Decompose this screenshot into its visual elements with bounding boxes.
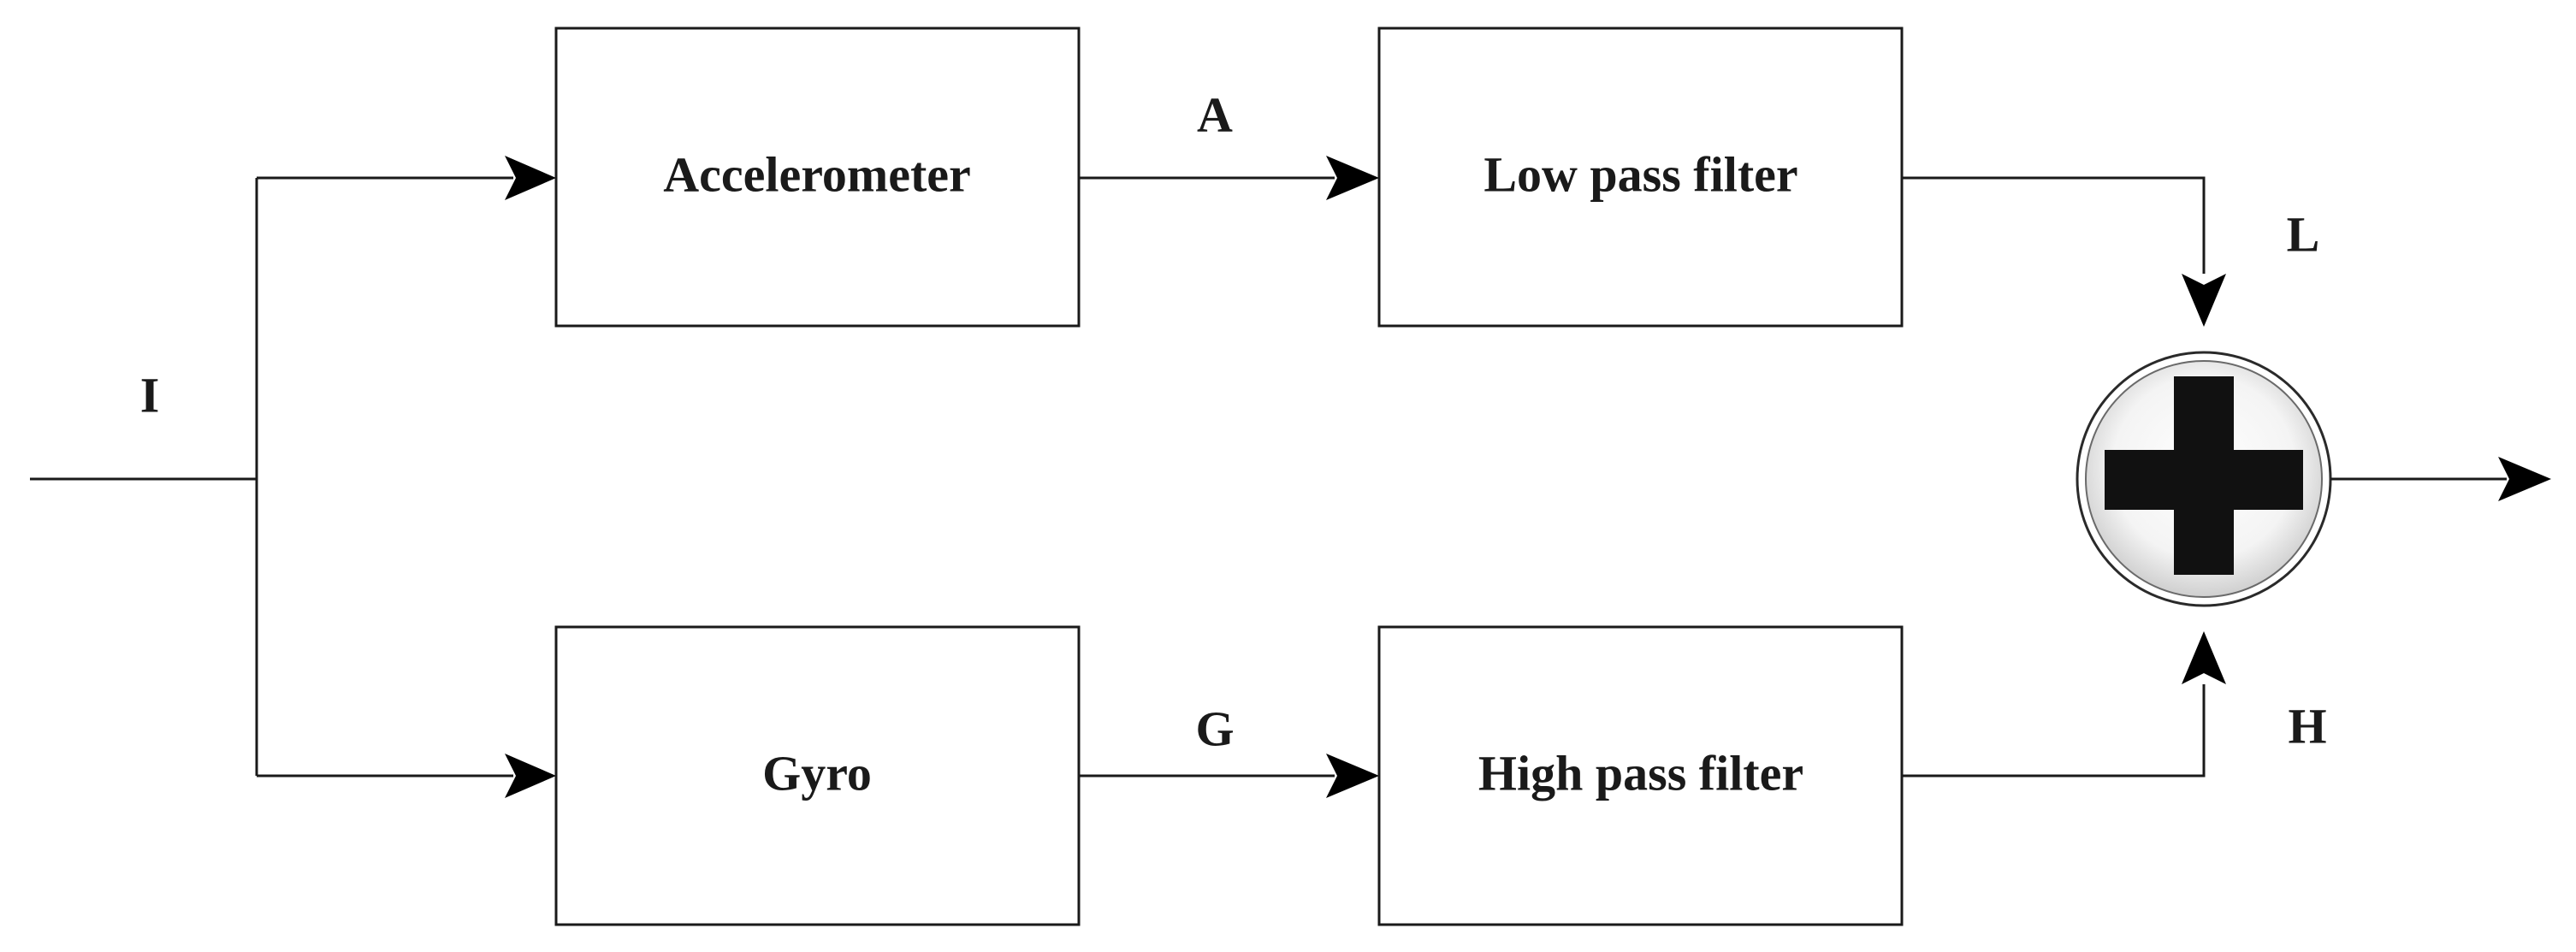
low-pass-filter-label: Low pass filter: [1483, 146, 1797, 202]
arrow-output: [2498, 457, 2551, 501]
accelerometer-label: Accelerometer: [663, 146, 971, 202]
signal-label-input: I: [140, 367, 160, 423]
signal-label-g: G: [1195, 701, 1234, 756]
highpass-to-sum-line: [1902, 684, 2206, 778]
signal-label-a: A: [1197, 86, 1233, 142]
plus-icon: [2105, 376, 2303, 575]
arrow-into-sum-top: [2182, 274, 2226, 327]
high-pass-filter-block: [1377, 625, 1904, 926]
signal-label-h: H: [2288, 698, 2326, 754]
arrow-to-gyro: [505, 754, 556, 798]
arrow-to-low-pass-filter: [1326, 156, 1379, 200]
accelerometer-block: [554, 27, 1081, 328]
low-pass-filter-block: [1377, 27, 1904, 328]
lowpass-to-sum-line: [1902, 176, 2206, 274]
high-pass-filter-label: High pass filter: [1478, 745, 1803, 801]
gyro-label: Gyro: [762, 745, 872, 801]
signal-label-l: L: [2287, 206, 2320, 262]
arrow-into-sum-bottom: [2182, 631, 2226, 684]
arrow-to-accelerometer: [505, 156, 556, 200]
summing-junction: [2076, 351, 2332, 607]
arrow-to-high-pass-filter: [1326, 754, 1379, 798]
